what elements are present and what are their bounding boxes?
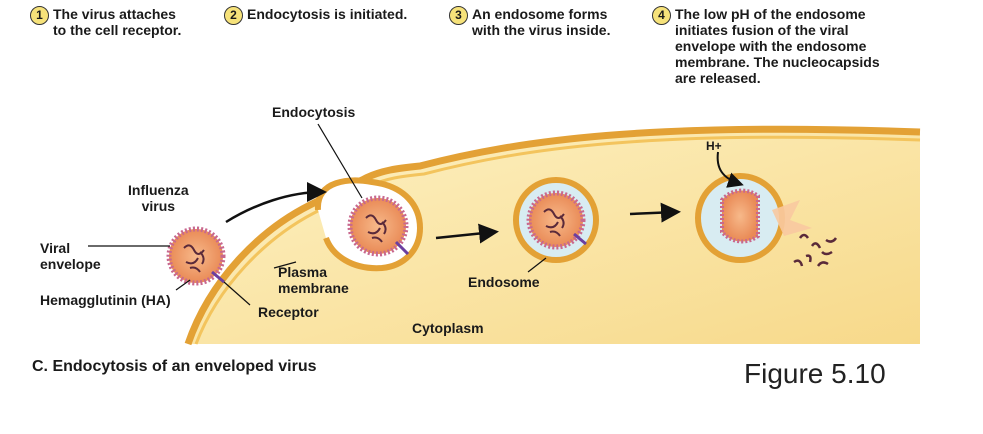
step-4-text: The low pH of the endosome initiates fus… [675, 6, 880, 86]
step-3-number: 3 [449, 6, 468, 25]
label-viral-envelope: Viral envelope [40, 240, 101, 272]
leader-endocytosis [317, 123, 363, 199]
leader-endosome [527, 257, 547, 273]
label-cytoplasm: Cytoplasm [412, 320, 484, 336]
label-endocytosis: Endocytosis [272, 104, 356, 120]
label-proton: H+ [706, 139, 722, 153]
leader-hemagglutinin [175, 279, 191, 291]
figure-number: Figure 5.10 [744, 358, 886, 389]
step-1-text: The virus attaches to the cell receptor. [53, 6, 182, 38]
step-1-number: 1 [30, 6, 49, 25]
arrow-to-fusion [629, 202, 681, 223]
plasma-membrane [184, 125, 921, 346]
arrow-proton-entry [716, 151, 744, 188]
step-2-text: Endocytosis is initiated. [247, 6, 408, 22]
step-2-number: 2 [224, 6, 243, 25]
fusing-endosome [695, 173, 812, 263]
influenza-virus [166, 226, 226, 286]
step-3-text: An endosome forms with the virus inside. [472, 6, 611, 38]
endosome [513, 177, 599, 263]
figure-caption: C. Endocytosis of an enveloped virus [32, 358, 317, 375]
label-endosome: Endosome [468, 274, 540, 290]
arrow-attach-to-endocytosis [225, 182, 327, 224]
arrow-to-endosome [435, 223, 499, 244]
leader-plasma-membrane [273, 261, 297, 269]
released-nucleocapsids [793, 233, 838, 267]
label-receptor: Receptor [258, 304, 319, 320]
label-influenza-virus: Influenza virus [128, 182, 189, 214]
leader-receptor [223, 281, 251, 306]
step-4-number: 4 [652, 6, 671, 25]
virus-in-pocket [347, 195, 410, 257]
label-plasma-membrane: Plasma membrane [278, 264, 349, 296]
label-hemagglutinin: Hemagglutinin (HA) [40, 292, 171, 308]
